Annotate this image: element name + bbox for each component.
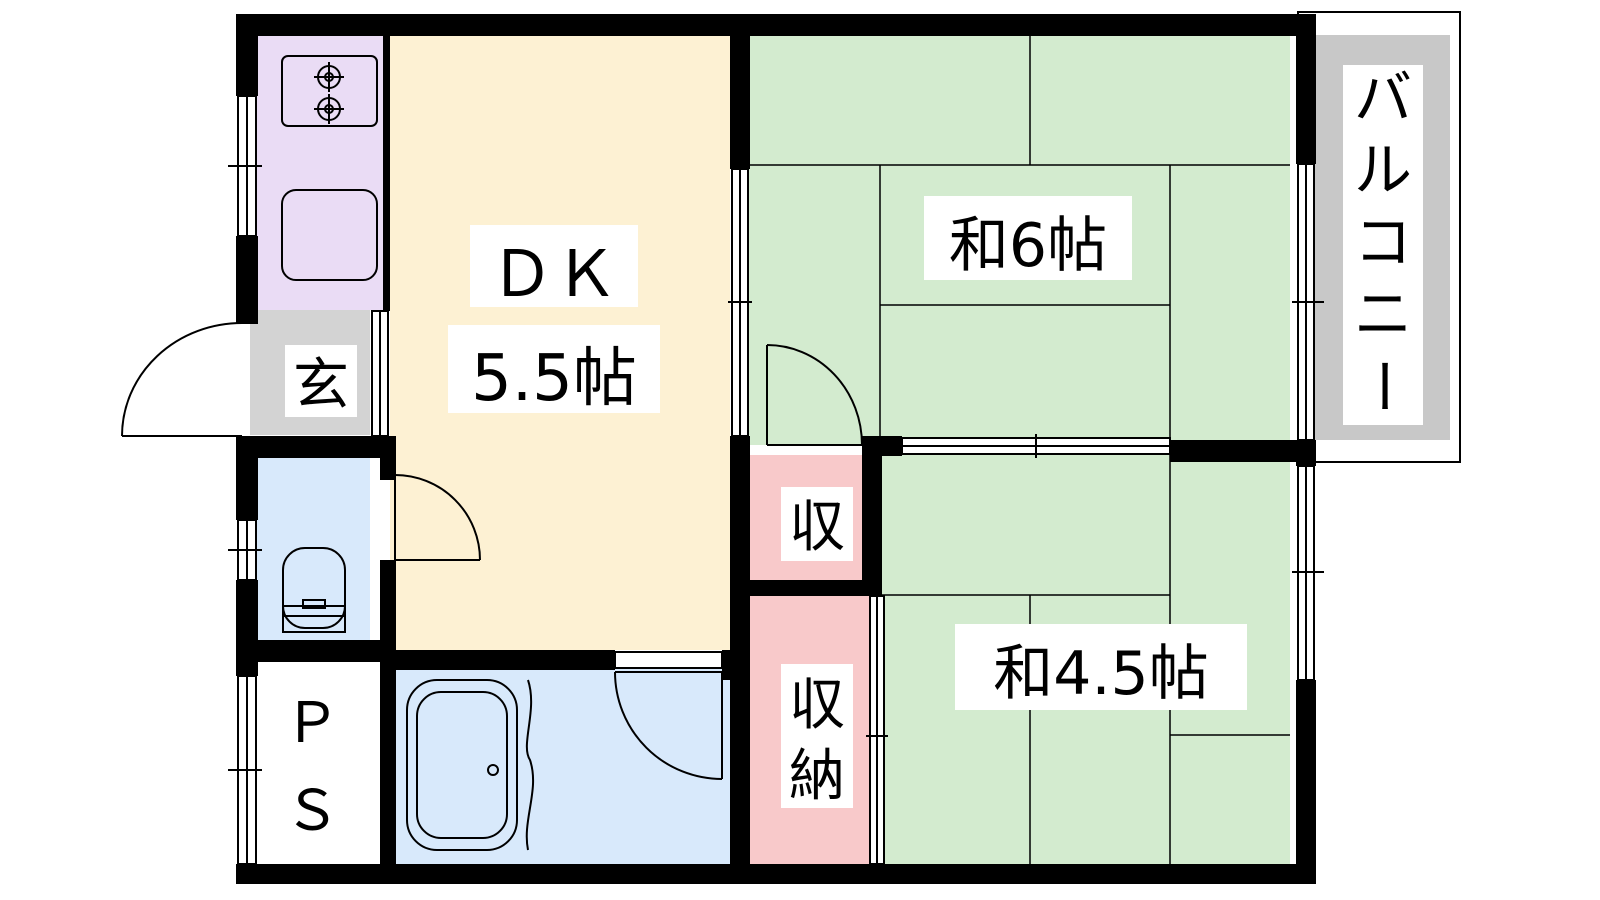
washitsu45-label: 和4.5帖 — [993, 639, 1208, 709]
dk-label-bg — [470, 225, 638, 307]
tatami-lines-6 — [745, 30, 1290, 445]
ps-label-line1: Ｐ — [284, 691, 340, 756]
closet-small-label: 収 — [789, 495, 845, 560]
washitsu6-label-bg — [924, 196, 1132, 280]
stove-icon — [281, 55, 378, 127]
walls — [236, 14, 1316, 884]
door-swings — [121, 322, 863, 780]
closet-small-label-bg — [781, 487, 853, 561]
balcony-label-char: ル — [1354, 136, 1412, 204]
closet-storage-label-line1: 収 — [789, 673, 845, 738]
closet-storage-label-line2: 納 — [789, 744, 845, 809]
ps-floor — [250, 660, 370, 865]
bathtub-icon — [406, 679, 535, 851]
closet-storage-label-bg — [781, 664, 853, 808]
washitsu45-label-bg — [955, 624, 1247, 710]
dk-label2-bg — [448, 325, 660, 413]
genkan-label: 玄 — [293, 353, 349, 418]
genkan-label-bg — [285, 345, 357, 417]
window-ticks — [228, 165, 1324, 771]
balcony-label-bg — [1343, 65, 1423, 425]
dk-label-line2: 5.5帖 — [471, 342, 637, 416]
balcony-label-char: コ — [1354, 208, 1412, 276]
balcony-label-char: バ — [1354, 64, 1412, 132]
balcony-label-char: ニ — [1354, 280, 1412, 348]
balcony-label-char: ー — [1349, 357, 1417, 415]
dk-label-line1: ＤＫ — [490, 238, 618, 312]
toilet-icon — [282, 547, 346, 633]
sink-icon — [281, 189, 378, 281]
ps-label-line2: Ｓ — [284, 779, 340, 844]
washitsu6-label: 和6帖 — [949, 211, 1107, 281]
toilet-floor — [250, 450, 370, 640]
bath-floor — [390, 660, 730, 865]
